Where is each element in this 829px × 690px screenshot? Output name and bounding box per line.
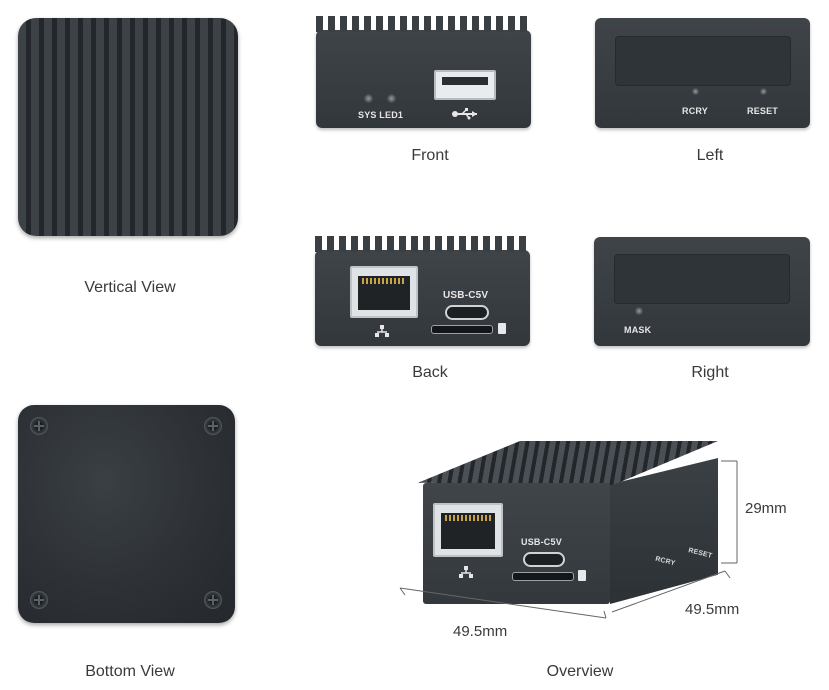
overview-ethernet-port xyxy=(433,503,503,557)
ethernet-port xyxy=(350,266,418,318)
usb-c-port xyxy=(445,305,489,320)
height-dimension: 29mm xyxy=(745,500,787,517)
side-panel xyxy=(615,36,791,86)
reset-label: RESET xyxy=(747,106,779,116)
width-dimension: 49.5mm xyxy=(453,623,508,640)
sd-card-icon xyxy=(578,570,586,581)
usb-a-port xyxy=(434,70,496,100)
usb-icon xyxy=(452,108,477,120)
reset-button xyxy=(760,88,767,95)
screw-icon xyxy=(30,591,48,609)
vertical-view-device xyxy=(18,18,238,236)
mask-label: MASK xyxy=(624,325,652,335)
overview-usb-c-port xyxy=(523,552,565,567)
network-icon xyxy=(459,566,473,578)
rcry-label: RCRY xyxy=(682,106,708,116)
screw-icon xyxy=(30,417,48,435)
bottom-view-device xyxy=(18,405,235,623)
overview-front-face: USB-C5V xyxy=(423,483,610,604)
caption-overview: Overview xyxy=(546,663,614,680)
screw-icon xyxy=(204,417,222,435)
caption-bottom-view: Bottom View xyxy=(85,663,175,680)
caption-left: Left xyxy=(696,147,724,164)
front-view-device: SYS LED1 xyxy=(316,16,531,128)
led1 xyxy=(387,94,396,103)
sd-card-slot xyxy=(431,325,493,334)
sys-led xyxy=(364,94,373,103)
caption-back: Back xyxy=(412,364,448,381)
back-view-device: USB-C5V xyxy=(315,236,530,346)
network-icon xyxy=(375,325,389,337)
caption-right: Right xyxy=(691,364,729,381)
caption-vertical-view: Vertical View xyxy=(84,279,176,296)
screw-icon xyxy=(204,591,222,609)
right-view-device: MASK xyxy=(594,237,810,346)
caption-front: Front xyxy=(411,147,449,164)
rcry-button xyxy=(692,88,699,95)
mask-button xyxy=(635,307,643,315)
sys-led-label: SYS LED1 xyxy=(358,110,404,120)
overview-sd-slot xyxy=(512,572,574,581)
side-panel-right xyxy=(614,254,790,304)
overview-usb-c-label: USB-C5V xyxy=(521,537,562,547)
usb-c-label: USB-C5V xyxy=(443,290,489,301)
sd-card-icon xyxy=(498,323,506,334)
depth-dimension: 49.5mm xyxy=(685,601,740,618)
left-view-device: RCRY RESET xyxy=(595,18,810,128)
